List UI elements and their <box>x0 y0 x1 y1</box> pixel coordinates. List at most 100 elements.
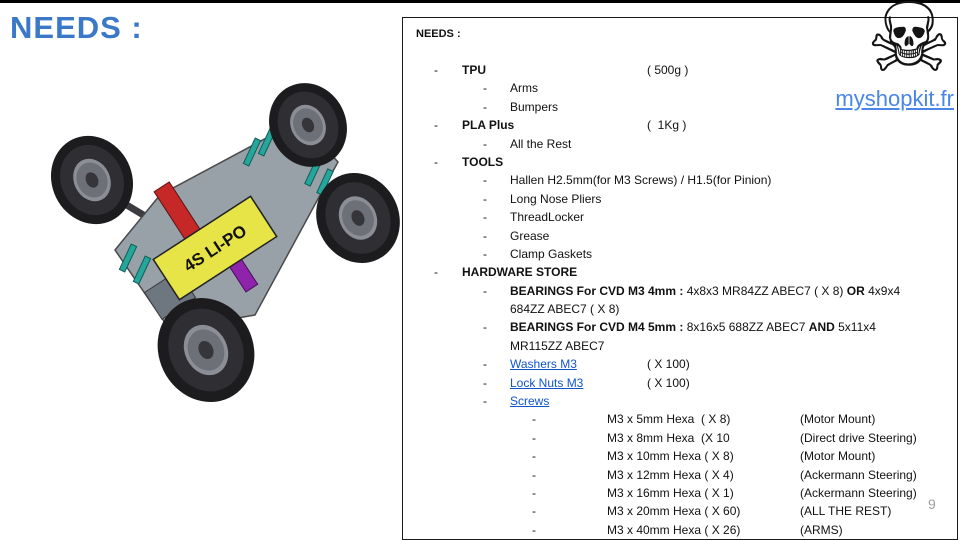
bullet-dash: - <box>434 118 438 133</box>
bullet-dash: - <box>532 504 536 519</box>
list-row: - M3 x 10mm Hexa ( X 8) (Motor Mount) <box>403 447 957 465</box>
quantity-label: ( 500g ) <box>647 63 689 77</box>
brand-link[interactable]: myshopkit.fr <box>835 86 954 111</box>
text-segment: BEARINGS For CVD M3 4mm : <box>510 283 687 298</box>
list-text: Long Nose Pliers <box>510 190 601 208</box>
list-row: -BEARINGS For CVD M3 4mm : 4x8x3 MR84ZZ … <box>403 282 957 300</box>
list-row: - HARDWARE STORE <box>403 263 957 281</box>
bullet-dash: - <box>483 228 487 243</box>
usage-note: (Ackermann Steering) <box>800 467 917 482</box>
list-text: BEARINGS For CVD M4 5mm : 8x16x5 688ZZ A… <box>510 318 876 336</box>
bullet-dash: - <box>483 357 487 372</box>
screw-spec: M3 x 10mm Hexa ( X 8) <box>607 449 734 464</box>
text-segment: 684ZZ ABEC7 ( X 8) <box>510 302 620 317</box>
inline-link[interactable]: Screws <box>510 394 550 409</box>
text-segment: Long Nose Pliers <box>510 191 602 206</box>
quantity-label: ( 1Kg ) <box>647 118 687 133</box>
text-segment: PLA Plus <box>462 118 515 133</box>
text-segment: 4x8x3 MR84ZZ ABEC7 ( X 8) <box>686 283 847 298</box>
slide-top-border <box>0 0 960 3</box>
usage-note: (Direct drive Steering) <box>800 430 917 445</box>
rc-car-render: 4S LI-PO <box>20 30 415 450</box>
bullet-dash: - <box>532 430 536 445</box>
list-row: -M3 x 16mm Hexa ( X 1)(Ackermann Steerin… <box>403 484 957 502</box>
list-row: - Bumpers <box>403 98 957 116</box>
bullet-dash: - <box>483 394 487 409</box>
text-segment: 8x16x5 688ZZ ABEC7 <box>686 320 809 335</box>
skull-wrenches-logo-icon: ☠ <box>865 0 952 92</box>
list-row: - TPU ( 500g ) <box>403 61 957 79</box>
text-segment: All the Rest <box>510 136 572 151</box>
list-row: - M3 x 5mm Hexa ( X 8) (Motor Mount) <box>403 410 957 428</box>
list-row: -Washers M3( X 100) <box>403 355 957 373</box>
screw-spec: M3 x 40mm Hexa ( X 26) <box>607 522 741 537</box>
panel-rows: - TPU ( 500g ) - Arms - Bumpers - PLA Plus ( 1Kg … <box>403 61 957 539</box>
bullet-dash: - <box>483 210 487 225</box>
text-segment: AND <box>808 320 835 335</box>
usage-note: (Motor Mount) <box>800 412 876 427</box>
bullet-dash: - <box>434 265 438 280</box>
text-segment: 4x9x4 <box>864 283 901 298</box>
text-segment: Grease <box>510 228 550 243</box>
bullet-dash: - <box>483 81 487 96</box>
list-row: -M3 x 20mm Hexa ( X 60)(ALL THE REST) <box>403 502 957 520</box>
usage-note: (ARMS) <box>800 522 843 537</box>
text-segment: TOOLS <box>462 154 504 169</box>
bullet-dash: - <box>532 412 536 427</box>
text-segment: ThreadLocker <box>510 210 585 225</box>
text-segment: Bumpers <box>510 99 559 114</box>
list-text: Lock Nuts M3 <box>510 374 583 392</box>
list-row: -M3 x 12mm Hexa ( X 4)(Ackermann Steerin… <box>403 466 957 484</box>
list-text: TPU <box>462 61 486 79</box>
list-text: Clamp Gaskets <box>510 245 592 263</box>
quantity-label: ( X 100) <box>647 375 690 390</box>
inline-link[interactable]: Washers M3 <box>510 357 577 372</box>
usage-note: (Motor Mount) <box>800 449 876 464</box>
list-row: - TOOLS <box>403 153 957 171</box>
list-row: - Grease <box>403 227 957 245</box>
inline-link[interactable]: Lock Nuts M3 <box>510 375 584 390</box>
list-text: Arms <box>510 79 538 97</box>
list-row: - PLA Plus ( 1Kg ) <box>403 116 957 134</box>
bullet-dash: - <box>532 467 536 482</box>
text-segment: HARDWARE STORE <box>462 265 578 280</box>
list-row: - ThreadLocker <box>403 208 957 226</box>
list-text: PLA Plus <box>462 116 514 134</box>
list-row: - Hallen H2.5mm(for M3 Screws) / H1.5(for… <box>403 171 957 189</box>
screw-spec: M3 x 16mm Hexa ( X 1) <box>607 485 734 500</box>
text-segment: MR115ZZ ABEC7 <box>510 338 605 353</box>
text-segment: 5x11x4 <box>834 320 876 335</box>
bullet-dash: - <box>483 136 487 151</box>
text-segment: BEARINGS For CVD M4 5mm : <box>510 320 687 335</box>
text-segment: Clamp Gaskets <box>510 246 593 261</box>
list-row: - All the Rest <box>403 135 957 153</box>
bullet-dash: - <box>434 63 438 77</box>
bullet-dash: - <box>532 449 536 464</box>
list-row: -Clamp Gaskets <box>403 245 957 263</box>
text-segment: TPU <box>462 63 486 77</box>
screw-spec: M3 x 20mm Hexa ( X 60) <box>607 504 741 519</box>
bullet-dash: - <box>483 99 487 114</box>
list-row: - Screws <box>403 392 957 410</box>
list-row: - Lock Nuts M3 ( X 100) <box>403 374 957 392</box>
list-text: TOOLS <box>462 153 503 171</box>
list-row: -M3 x 8mm Hexa (X 10(Direct drive Steeri… <box>403 429 957 447</box>
list-row: MR115ZZ ABEC7 <box>403 337 957 355</box>
list-row: -Long Nose Pliers <box>403 190 957 208</box>
usage-note: (Ackermann Steering) <box>800 485 917 500</box>
list-text: MR115ZZ ABEC7 <box>510 337 604 355</box>
screw-spec: M3 x 5mm Hexa ( X 8) <box>607 412 731 427</box>
bullet-dash: - <box>434 154 438 169</box>
list-text: Hallen H2.5mm(for M3 Screws) / H1.5(for … <box>510 171 771 189</box>
needs-panel: NEEDS : -TPU( 500g )-Arms-Bumpers-PLA Pl… <box>402 17 958 540</box>
list-row: - Arms <box>403 79 957 97</box>
list-text: Washers M3 <box>510 355 577 373</box>
list-row: 684ZZ ABEC7 ( X 8) <box>403 300 957 318</box>
list-text: Screws <box>510 392 549 410</box>
rc-car-svg: 4S LI-PO <box>36 69 415 419</box>
bullet-dash: - <box>483 375 487 390</box>
text-segment: OR <box>846 283 865 298</box>
bullet-dash: - <box>483 173 487 188</box>
list-text: Bumpers <box>510 98 558 116</box>
list-text: HARDWARE STORE <box>462 263 577 281</box>
